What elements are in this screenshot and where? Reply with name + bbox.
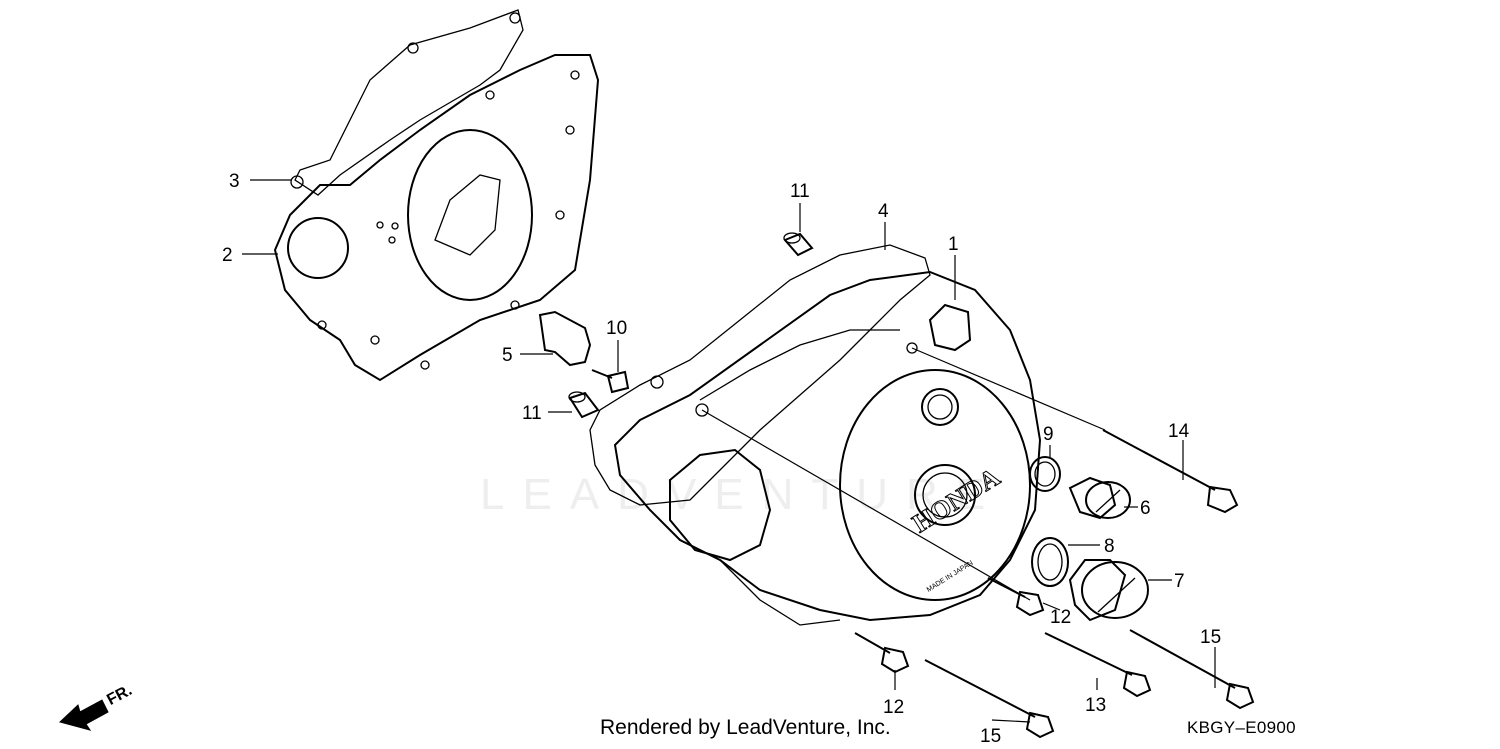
callout-7: 7 xyxy=(1174,571,1185,592)
part-12-bolt-upper xyxy=(987,577,1045,617)
part-15-bolt-right xyxy=(1129,629,1255,710)
callout-11-lower: 11 xyxy=(522,403,542,424)
callout-12-upper: 12 xyxy=(1050,607,1071,628)
part-5-clip xyxy=(538,310,592,367)
callout-1: 1 xyxy=(948,234,959,255)
part-3-gasket xyxy=(290,9,524,196)
callout-4: 4 xyxy=(878,201,889,222)
callout-12-lower: 12 xyxy=(883,697,904,718)
part-6-timing-cap xyxy=(1068,476,1131,520)
callout-13: 13 xyxy=(1085,695,1106,716)
part-12-bolt-lower xyxy=(854,632,910,674)
part-7-crankshaft-hole-cap xyxy=(1068,559,1149,622)
part-14-bolt xyxy=(1102,429,1239,514)
cover-brand-text: HONDA xyxy=(907,462,1005,538)
assembly-center-lines xyxy=(701,347,1106,601)
part-8-o-ring xyxy=(1031,537,1069,587)
callout-5: 5 xyxy=(502,345,513,366)
callout-8: 8 xyxy=(1104,536,1115,557)
callout-14: 14 xyxy=(1168,421,1190,442)
direction-arrow-icon xyxy=(59,699,109,731)
cover-origin-text: MADE IN JAPAN xyxy=(926,560,975,594)
callout-6: 6 xyxy=(1140,498,1151,519)
direction-marker-text: FR. xyxy=(104,682,135,709)
diagram-code: KBGY–E0900 xyxy=(1187,718,1296,737)
part-2-plate xyxy=(273,54,600,382)
part-9-o-ring xyxy=(1029,456,1061,492)
watermark: LEADVENTURE xyxy=(480,470,1004,519)
callout-3: 3 xyxy=(229,171,240,192)
callout-15-lower: 15 xyxy=(980,726,1001,747)
part-13-bolt xyxy=(1044,632,1152,698)
callout-15-right: 15 xyxy=(1200,627,1221,648)
part-4-cover-gasket xyxy=(589,244,931,506)
leader-lines xyxy=(242,179,1216,723)
callout-labels: 3 2 4 1 5 10 11 11 9 6 8 7 14 12 15 12 1… xyxy=(222,171,1221,747)
callout-2: 2 xyxy=(222,245,233,266)
part-15-bolt-lower xyxy=(924,659,1055,739)
part-10-bolt xyxy=(591,369,630,394)
front-direction-marker: FR. xyxy=(59,682,135,731)
render-credit: Rendered by LeadVenture, Inc. xyxy=(600,716,891,739)
callout-10: 10 xyxy=(606,318,627,339)
part-11-collar-lower xyxy=(568,391,600,419)
part-1-left-crankcase-cover: HONDA MADE IN JAPAN xyxy=(613,270,1042,626)
callout-9: 9 xyxy=(1043,424,1054,445)
callout-11-upper: 11 xyxy=(790,181,810,202)
part-11-collar-upper xyxy=(783,232,814,257)
